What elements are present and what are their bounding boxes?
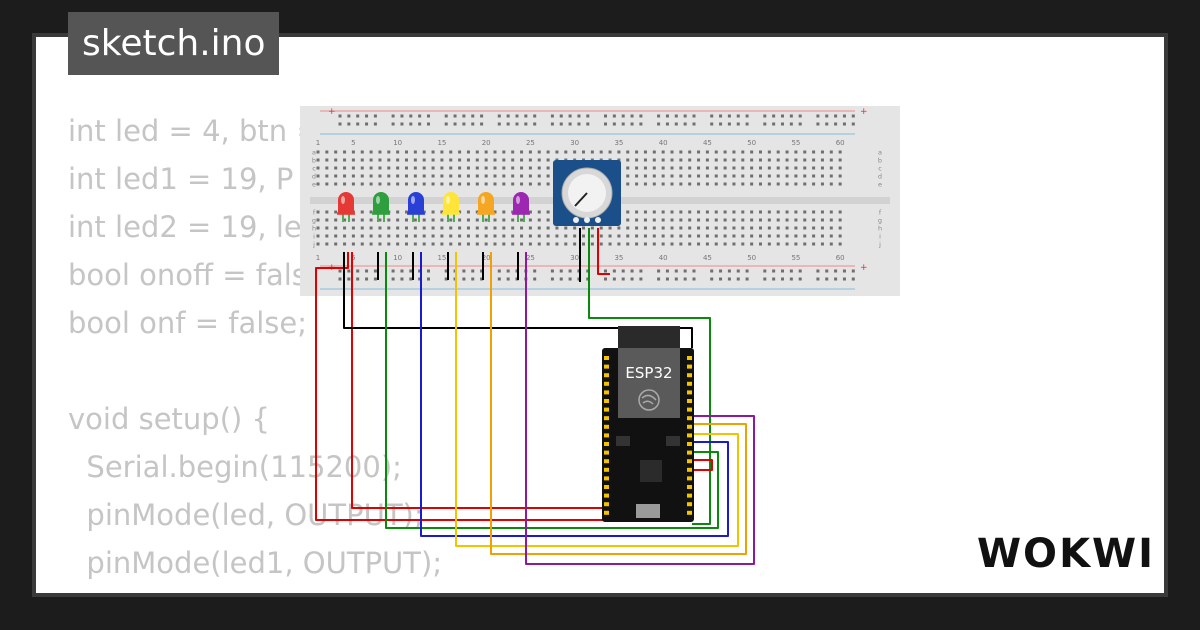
column-label: 45 (703, 254, 712, 262)
svg-text:+: + (328, 107, 336, 117)
esp32-pins (604, 356, 692, 515)
column-label: 20 (482, 139, 491, 147)
led-group (337, 192, 530, 222)
column-label: 5 (351, 254, 355, 262)
row-label: e (312, 181, 316, 189)
column-label: 5 (351, 139, 355, 147)
row-label: a (312, 149, 316, 157)
wire-purple (525, 252, 755, 565)
row-label: f (313, 209, 316, 217)
column-label: 25 (526, 139, 535, 147)
row-label: h (312, 225, 316, 233)
column-label: 25 (526, 254, 535, 262)
column-label: 1 (316, 254, 320, 262)
row-label: a (878, 149, 882, 157)
column-label: 55 (791, 254, 800, 262)
wire-red (315, 252, 605, 521)
code-line: bool onf = false; (68, 306, 307, 340)
code-line: pinMode(led1, OUTPUT); (68, 546, 443, 580)
row-label: i (879, 233, 881, 241)
wire-green-pot (588, 228, 711, 525)
column-label: 45 (703, 139, 712, 147)
svg-text:+: + (860, 107, 868, 117)
row-label: e (878, 181, 882, 189)
column-label: 30 (570, 139, 579, 147)
column-label: 15 (437, 254, 446, 262)
column-label: 20 (482, 254, 491, 262)
column-label: 30 (570, 254, 579, 262)
code-line: Serial.begin(115200); (68, 450, 402, 484)
wire-green (385, 252, 719, 529)
wire-red-3 (692, 459, 713, 471)
column-label: 50 (747, 254, 756, 262)
row-label: b (878, 157, 882, 165)
code-line: void setup() { (68, 402, 270, 436)
row-label: d (878, 173, 882, 181)
wokwi-logo: WOKWI (977, 531, 1155, 577)
code-line: bool onoff = false; (68, 258, 335, 292)
row-label: c (878, 165, 882, 173)
column-label: 10 (393, 254, 402, 262)
wire-red-pot (597, 228, 610, 275)
espressif-logo-icon (638, 389, 660, 411)
led-green[interactable] (372, 192, 390, 222)
row-label: h (878, 225, 882, 233)
potentiometer[interactable] (553, 160, 621, 226)
board-label: ESP32 (625, 364, 672, 382)
led-blue[interactable] (407, 192, 425, 222)
column-label: 40 (659, 139, 668, 147)
wire-blue (420, 252, 729, 537)
row-label: g (312, 217, 316, 225)
file-tab[interactable]: sketch.ino (68, 12, 280, 75)
code-line: int led2 = 19, led (68, 210, 321, 244)
column-label: 35 (614, 139, 623, 147)
row-label: g (878, 217, 882, 225)
row-label: d (312, 173, 316, 181)
usb-port (636, 504, 660, 518)
column-labels: 1155101015152020252530303535404045455050… (316, 139, 845, 262)
svg-text:+: + (860, 263, 868, 273)
wire-red-2 (351, 252, 605, 509)
column-label: 55 (791, 139, 800, 147)
esp32-board[interactable]: ESP32 (602, 326, 694, 522)
code-line: pinMode(led, OUTPUT); (68, 498, 424, 532)
column-label: 50 (747, 139, 756, 147)
row-label: j (878, 241, 881, 249)
row-label: j (312, 241, 315, 249)
row-label: i (313, 233, 315, 241)
row-label: f (879, 209, 882, 217)
led-yellow[interactable] (442, 192, 460, 222)
column-label: 1 (316, 139, 320, 147)
column-label: 35 (614, 254, 623, 262)
row-label: b (312, 157, 316, 165)
wire-orange (490, 252, 747, 555)
column-label: 60 (836, 254, 845, 262)
column-label: 40 (659, 254, 668, 262)
led-red[interactable] (337, 192, 355, 222)
row-label: c (312, 165, 316, 173)
led-purple[interactable] (512, 192, 530, 222)
column-label: 10 (393, 139, 402, 147)
wire-yellow (455, 252, 739, 547)
wire-black (343, 252, 693, 348)
column-label: 15 (437, 139, 446, 147)
wires (315, 228, 755, 565)
led-orange[interactable] (477, 192, 495, 222)
column-label: 60 (836, 139, 845, 147)
svg-text:WOKWI: WOKWI (977, 531, 1155, 577)
